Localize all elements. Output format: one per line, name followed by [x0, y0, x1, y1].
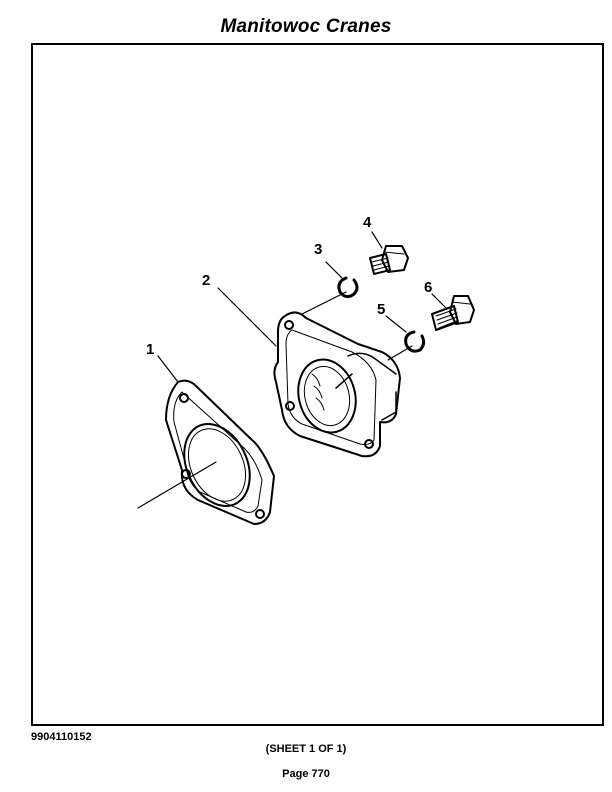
gasket-part-1 — [165, 379, 275, 525]
drawing-frame — [31, 43, 604, 726]
callout-2: 2 — [202, 272, 210, 289]
callout-5: 5 — [377, 301, 385, 318]
flange-housing-part-2 — [273, 311, 401, 458]
callout-3: 3 — [314, 241, 322, 258]
sheet-indicator: (SHEET 1 OF 1) — [265, 743, 347, 755]
bolt-part-4 — [369, 245, 409, 275]
part-number: 9904110152 — [31, 731, 92, 743]
lockwasher-part-3 — [337, 276, 359, 299]
bolt-part-6 — [431, 295, 475, 331]
page-number: Page 770 — [282, 768, 330, 780]
lockwasher-part-5 — [404, 330, 426, 353]
leader-lines — [137, 231, 447, 509]
callout-6: 6 — [424, 279, 432, 296]
page-title: Manitowoc Cranes — [220, 16, 392, 37]
callout-4: 4 — [363, 214, 372, 231]
callout-1: 1 — [146, 341, 154, 358]
